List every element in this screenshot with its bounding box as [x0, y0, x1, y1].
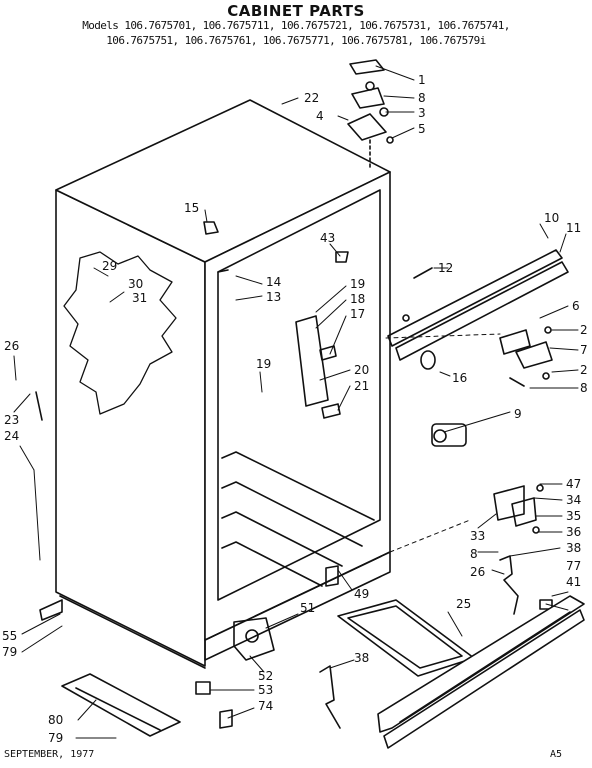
page-code: A5	[549, 749, 562, 760]
label-10: 10	[544, 211, 559, 225]
label-22: 22	[304, 91, 319, 105]
label-49: 49	[354, 587, 369, 601]
label-51: 51	[300, 601, 315, 615]
label-16: 16	[452, 371, 467, 385]
page-title: CABINET PARTS	[227, 2, 365, 20]
label-12: 12	[438, 261, 453, 275]
label-24: 24	[4, 429, 19, 443]
label-30: 30	[128, 277, 143, 291]
label-4: 4	[316, 109, 324, 123]
label-38b: 38	[354, 651, 369, 665]
lower-hinge-bracket	[499, 326, 553, 387]
label-5: 5	[418, 122, 426, 136]
label-21: 21	[354, 379, 369, 393]
label-34: 34	[566, 493, 581, 507]
bracket-38-left	[319, 665, 341, 729]
label-80: 80	[48, 713, 63, 727]
leader-lines	[13, 65, 579, 739]
label-6: 6	[572, 299, 580, 313]
door-rail-parts	[387, 249, 569, 370]
plate-80	[61, 673, 181, 737]
label-33: 33	[470, 529, 485, 543]
part-number-labels: 1 8 3 4 5 22 15 43 10 11 12 29 30 31 14 …	[2, 73, 588, 745]
bracket-52	[233, 617, 275, 661]
label-11: 11	[566, 221, 581, 235]
label-9: 9	[514, 407, 522, 421]
label-29: 29	[102, 259, 117, 273]
label-41: 41	[566, 575, 581, 589]
label-8c: 8	[470, 547, 478, 561]
label-26b: 26	[470, 565, 485, 579]
label-36: 36	[566, 525, 581, 539]
latch-part	[431, 423, 467, 447]
label-14: 14	[266, 275, 281, 289]
label-35: 35	[566, 509, 581, 523]
label-7: 7	[580, 343, 588, 357]
label-18: 18	[350, 292, 365, 306]
label-74: 74	[258, 699, 273, 713]
label-19: 19	[350, 277, 365, 291]
label-43: 43	[320, 231, 335, 245]
label-77: 77	[566, 559, 581, 573]
label-52: 52	[258, 669, 273, 683]
top-hinge-parts	[347, 59, 394, 171]
label-15: 15	[184, 201, 199, 215]
label-8b: 8	[580, 381, 588, 395]
label-20: 20	[354, 363, 369, 377]
label-38: 38	[566, 541, 581, 555]
bracket-38	[499, 555, 553, 615]
base-grille	[377, 595, 585, 749]
label-55: 55	[2, 629, 17, 643]
label-53: 53	[258, 683, 273, 697]
label-79b: 79	[48, 731, 63, 745]
label-1: 1	[418, 73, 426, 87]
label-31: 31	[132, 291, 147, 305]
label-26: 26	[4, 339, 19, 353]
label-3: 3	[418, 106, 426, 120]
label-13: 13	[266, 290, 281, 304]
footer-date: SEPTEMBER, 1977	[4, 749, 95, 760]
label-25: 25	[456, 597, 471, 611]
label-2: 2	[580, 323, 588, 337]
label-8: 8	[418, 91, 426, 105]
label-23: 23	[4, 413, 19, 427]
cabinet-body	[55, 99, 391, 669]
label-19b: 19	[256, 357, 271, 371]
small-parts	[33, 221, 349, 729]
label-17: 17	[350, 307, 365, 321]
models-line-1: Models 106.7675701, 106.7675711, 106.767…	[82, 19, 510, 32]
label-47: 47	[566, 477, 581, 491]
label-2b: 2	[580, 363, 588, 377]
models-line-2: 106.7675751, 106.7675761, 106.7675771, 1…	[106, 34, 486, 47]
hinge-block	[493, 484, 544, 534]
label-79: 79	[2, 645, 17, 659]
